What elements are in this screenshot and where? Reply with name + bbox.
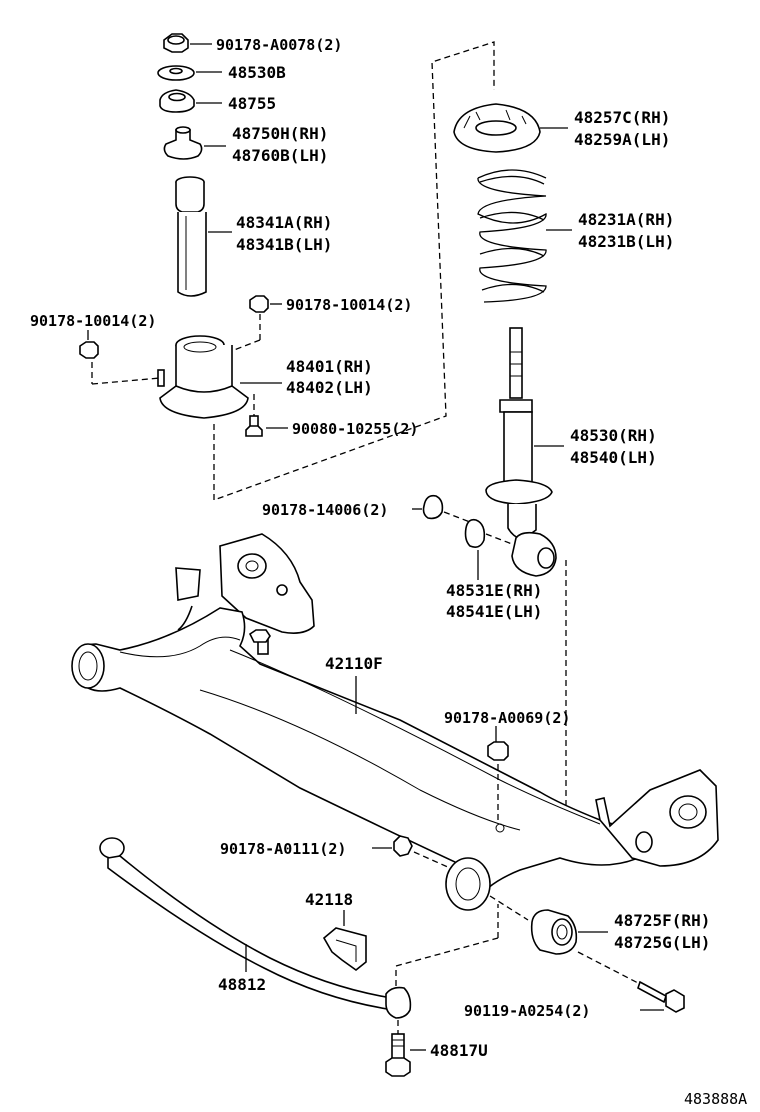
label-48259A: 48259A(LH) <box>574 130 670 149</box>
label-48257C: 48257C(RH) <box>574 108 670 127</box>
nut-90178-A0078 <box>163 33 212 53</box>
label-48341B: 48341B(LH) <box>236 235 332 254</box>
label-48231A: 48231A(RH) <box>578 210 674 229</box>
bracket-42118 <box>322 910 367 972</box>
bushing-48531E <box>464 518 513 580</box>
rear-axle-beam-42110F <box>71 533 719 911</box>
bolt-90080-10255 <box>157 369 288 437</box>
bushing-48725F <box>489 895 608 955</box>
label-90178-A0078: 90178-A0078(2) <box>216 36 342 54</box>
support-48401 <box>159 335 282 419</box>
bolt-90119-A0254 <box>577 951 685 1013</box>
label-48812: 48812 <box>218 975 266 994</box>
label-48725F: 48725F(RH) <box>614 911 710 930</box>
label-42118: 42118 <box>305 890 353 909</box>
label-48750H: 48750H(RH) <box>232 124 328 143</box>
nut-90178-10014-left <box>79 330 161 385</box>
bound-stopper-boot-48341 <box>175 176 232 297</box>
label-90080-10255: 90080-10255(2) <box>292 420 418 438</box>
label-90178-10014-left: 90178-10014(2) <box>30 312 156 330</box>
washer-48530B <box>157 65 222 81</box>
leader-frame <box>213 41 495 501</box>
coil-spring-48231 <box>477 169 572 303</box>
diagram-reference-number: 483888A <box>684 1090 747 1108</box>
label-48817U: 48817U <box>430 1041 488 1060</box>
label-90178-A0111: 90178-A0111(2) <box>220 840 346 858</box>
label-48540: 48540(LH) <box>570 448 657 467</box>
label-48530: 48530(RH) <box>570 426 657 445</box>
label-42110F: 42110F <box>325 654 383 673</box>
shock-absorber-48530 <box>485 327 564 577</box>
label-48725G: 48725G(LH) <box>614 933 710 952</box>
label-48541E: 48541E(LH) <box>446 602 542 621</box>
label-48755: 48755 <box>228 94 276 113</box>
nut-90178-10014-right <box>233 295 282 351</box>
label-90119-A0254: 90119-A0254(2) <box>464 1002 590 1020</box>
nut-90178-A0111 <box>372 835 451 869</box>
nut-90178-14006 <box>412 494 471 523</box>
lateral-control-rod-48812 <box>99 837 499 1019</box>
bumper-48755 <box>159 89 222 113</box>
label-48402: 48402(LH) <box>286 378 373 397</box>
label-48531E: 48531E(RH) <box>446 581 542 600</box>
nut-90178-A0069 <box>487 726 509 822</box>
cushion-48750H <box>163 126 226 160</box>
label-48341A: 48341A(RH) <box>236 213 332 232</box>
label-90178-14006: 90178-14006(2) <box>262 501 388 519</box>
label-90178-10014-right: 90178-10014(2) <box>286 296 412 314</box>
leader-shock-to-beam <box>565 560 599 833</box>
label-48231B: 48231B(LH) <box>578 232 674 251</box>
label-90178-A0069: 90178-A0069(2) <box>444 709 570 727</box>
spring-seat-48257C <box>453 103 568 153</box>
bolt-48817U <box>385 1020 426 1077</box>
label-48760B: 48760B(LH) <box>232 146 328 165</box>
label-48401: 48401(RH) <box>286 357 373 376</box>
label-48530B: 48530B <box>228 63 286 82</box>
